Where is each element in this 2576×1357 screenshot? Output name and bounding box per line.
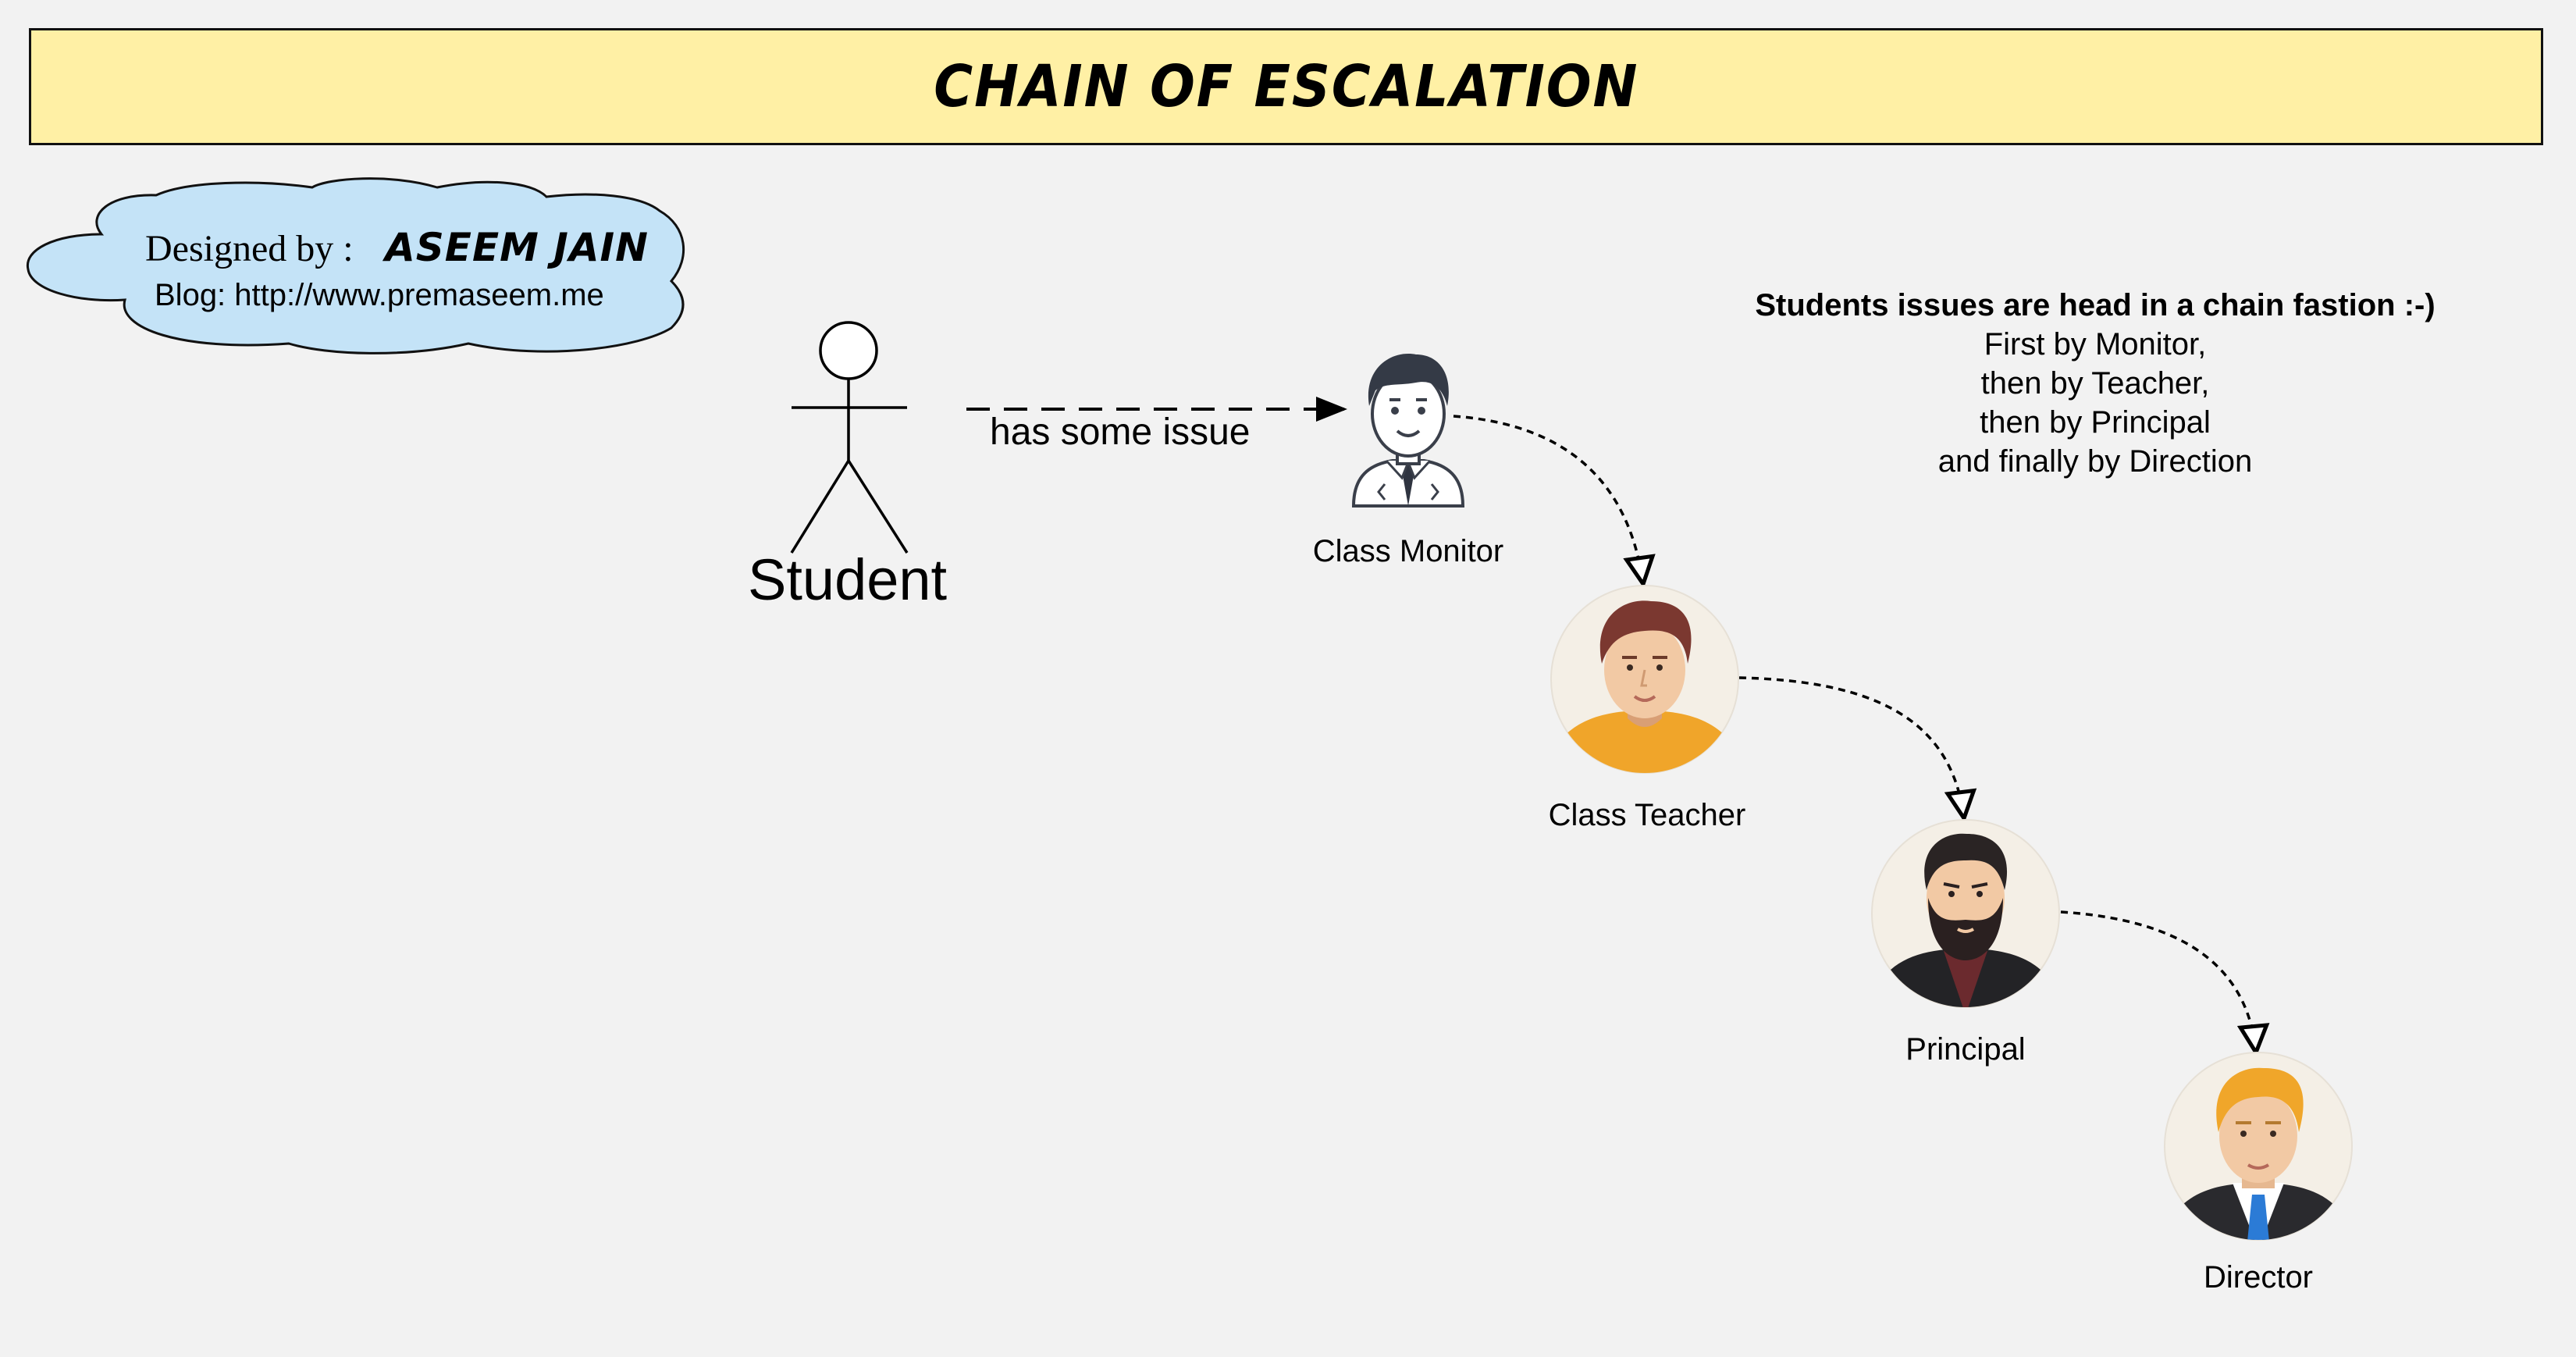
designed-by-label: Designed by : (145, 228, 354, 269)
issue-label: has some issue (990, 411, 1251, 453)
blog-link[interactable]: Blog: http://www.premaseem.me (155, 278, 604, 312)
student-label: Student (748, 547, 948, 612)
note-heading: Students issues are head in a chain fast… (1755, 288, 2435, 322)
note-line: then by Teacher, (1980, 366, 2210, 401)
note-line: and finally by Direction (1937, 444, 2253, 479)
man-avatar-icon (1550, 585, 1739, 774)
class-teacher-label: Class Teacher (1548, 798, 1746, 832)
boy-avatar-icon (1351, 354, 1465, 508)
title-banner: CHAIN OF ESCALATION (29, 28, 2543, 145)
credit-line: Designed by : ASEEM JAIN (145, 225, 649, 270)
author-name: ASEEM JAIN (385, 225, 649, 270)
businessman-avatar-icon (2164, 1052, 2353, 1241)
page-title: CHAIN OF ESCALATION (933, 53, 1639, 120)
escalation-note: Students issues are head in a chain fast… (1717, 286, 2473, 481)
director-label: Director (2203, 1260, 2314, 1295)
note-line: First by Monitor, (1984, 327, 2207, 362)
student-actor-icon (790, 321, 909, 554)
escalation-connectors (1453, 415, 2256, 1052)
credit-cloud (26, 177, 685, 354)
class-monitor-label: Class Monitor (1312, 534, 1504, 568)
principal-label: Principal (1905, 1032, 2026, 1067)
note-line: then by Principal (1980, 405, 2211, 440)
bearded-man-avatar-icon (1871, 819, 2060, 1008)
